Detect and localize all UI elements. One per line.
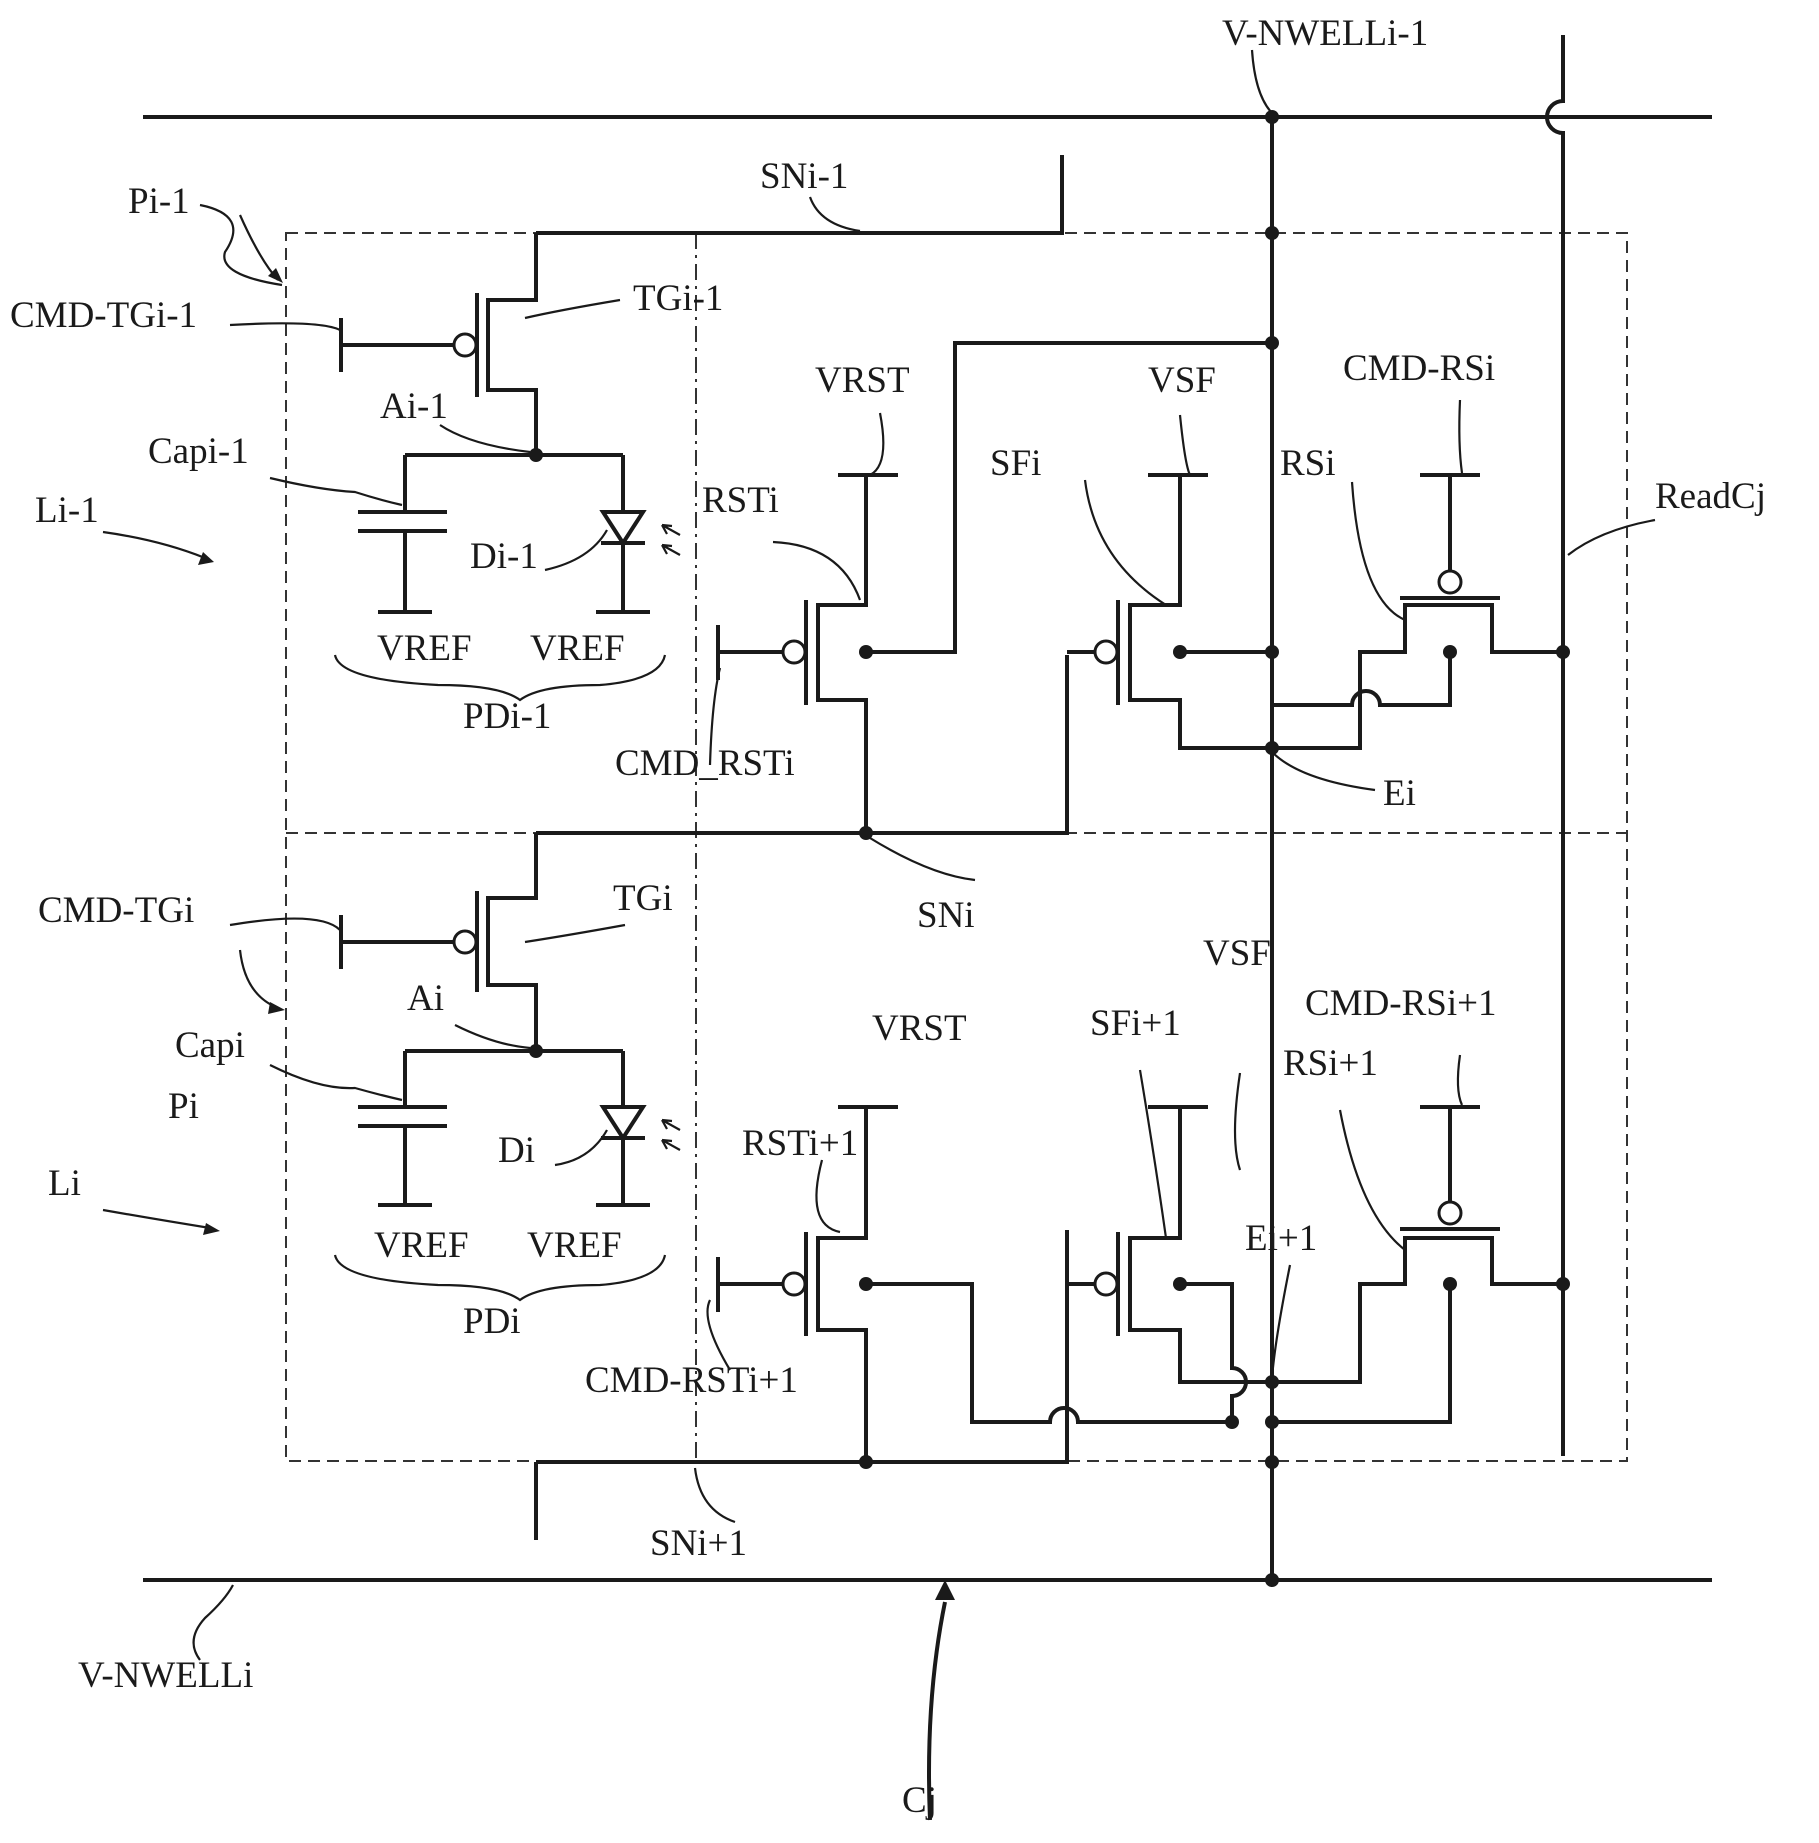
label-rs-top: RSi (1280, 443, 1336, 484)
label-read-column: ReadCj (1655, 476, 1766, 517)
label-vsf-bottom: VSF (1203, 933, 1271, 974)
label-cmd-tg-top: CMD-TGi-1 (10, 295, 197, 336)
readout-stage-bottom (716, 1105, 1570, 1587)
label-tg-top: TGi-1 (633, 278, 723, 319)
label-sn-top: SNi-1 (760, 156, 848, 197)
label-pixel-bottom: Pi (168, 1086, 199, 1127)
label-e-bottom: Ei+1 (1245, 1218, 1317, 1259)
label-cmd-rs-bottom: CMD-RSi+1 (1305, 983, 1497, 1024)
label-vrst-top: VRST (815, 360, 910, 401)
label-vnwell-top: V-NWELLi-1 (1222, 13, 1428, 54)
label-cap-top: Capi-1 (148, 431, 249, 472)
label-cap-bottom: Capi (175, 1025, 245, 1066)
label-vrst-bottom: VRST (872, 1008, 967, 1049)
label-line-bottom: Li (48, 1163, 81, 1204)
label-sn-mid: SNi (917, 895, 975, 936)
storage-node-lines (534, 155, 1069, 1540)
label-sn-bottom: SNi+1 (650, 1523, 747, 1564)
label-diode-top: Di-1 (470, 536, 538, 577)
power-rails (143, 35, 1712, 1582)
label-pd-bottom: PDi (463, 1301, 521, 1342)
label-tg-bottom: TGi (613, 878, 673, 919)
leader-lines (102, 49, 1656, 1821)
labels: V-NWELLi-1 SNi-1 Pi-1 CMD-TGi-1 TGi-1 Ai… (10, 13, 1766, 1821)
photodiode-pixel-top (339, 233, 681, 614)
label-cmd-rst-top: CMD_RSTi (615, 743, 795, 784)
label-a-bottom: Ai (407, 978, 444, 1019)
label-cmd-rst-bottom: CMD-RSTi+1 (585, 1360, 798, 1401)
label-cmd-rs-top: CMD-RSi (1343, 348, 1495, 389)
label-diode-bottom: Di (498, 1130, 535, 1171)
readout-stage-top (716, 110, 1570, 840)
label-rst-top: RSTi (702, 480, 779, 521)
label-vnwell-bottom: V-NWELLi (78, 1655, 253, 1696)
label-rs-bottom: RSi+1 (1283, 1043, 1378, 1084)
label-line-top: Li-1 (35, 490, 99, 531)
label-sf-bottom: SFi+1 (1090, 1003, 1181, 1044)
label-pixel-top: Pi-1 (128, 181, 190, 222)
label-vref-1: VREF (377, 628, 472, 669)
label-e-top: Ei (1383, 773, 1416, 814)
label-rst-bottom: RSTi+1 (742, 1123, 858, 1164)
label-sf-top: SFi (990, 443, 1041, 484)
label-a-top: Ai-1 (380, 386, 448, 427)
label-pd-top: PDi-1 (463, 696, 551, 737)
label-vref-2: VREF (530, 628, 625, 669)
label-vref-4: VREF (527, 1225, 622, 1266)
label-cmd-tg-bottom: CMD-TGi (38, 890, 194, 931)
photodiode-pixel-bottom (339, 833, 681, 1207)
label-column: Cj (902, 1780, 937, 1821)
label-vref-3: VREF (374, 1225, 469, 1266)
label-vsf-top: VSF (1148, 360, 1216, 401)
